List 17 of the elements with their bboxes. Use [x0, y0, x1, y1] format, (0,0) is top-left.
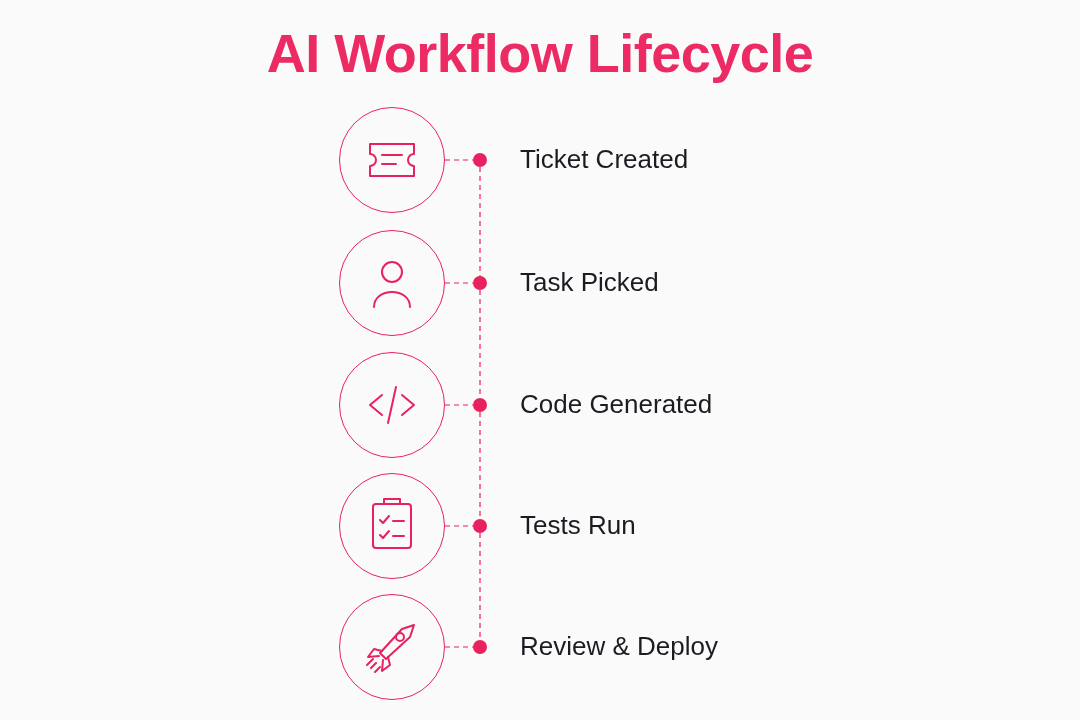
- step-label: Review & Deploy: [520, 631, 718, 662]
- step-label: Ticket Created: [520, 144, 689, 175]
- dashed-connector: [444, 525, 474, 527]
- dashed-connector: [444, 646, 474, 648]
- step-label: Code Generated: [520, 389, 713, 420]
- title: AI Workflow Lifecycle: [266, 22, 814, 84]
- step-label: Task Picked: [520, 267, 659, 298]
- timeline-dot: [473, 276, 487, 290]
- timeline-dot: [473, 153, 487, 167]
- dashed-connector: [444, 159, 474, 161]
- timeline-dot: [473, 519, 487, 533]
- timeline-dot: [473, 398, 487, 412]
- timeline-dot: [473, 640, 487, 654]
- dashed-connector: [479, 166, 481, 277]
- step-label: Tests Run: [520, 510, 636, 541]
- dashed-connector: [444, 282, 474, 284]
- dashed-connector: [444, 404, 474, 406]
